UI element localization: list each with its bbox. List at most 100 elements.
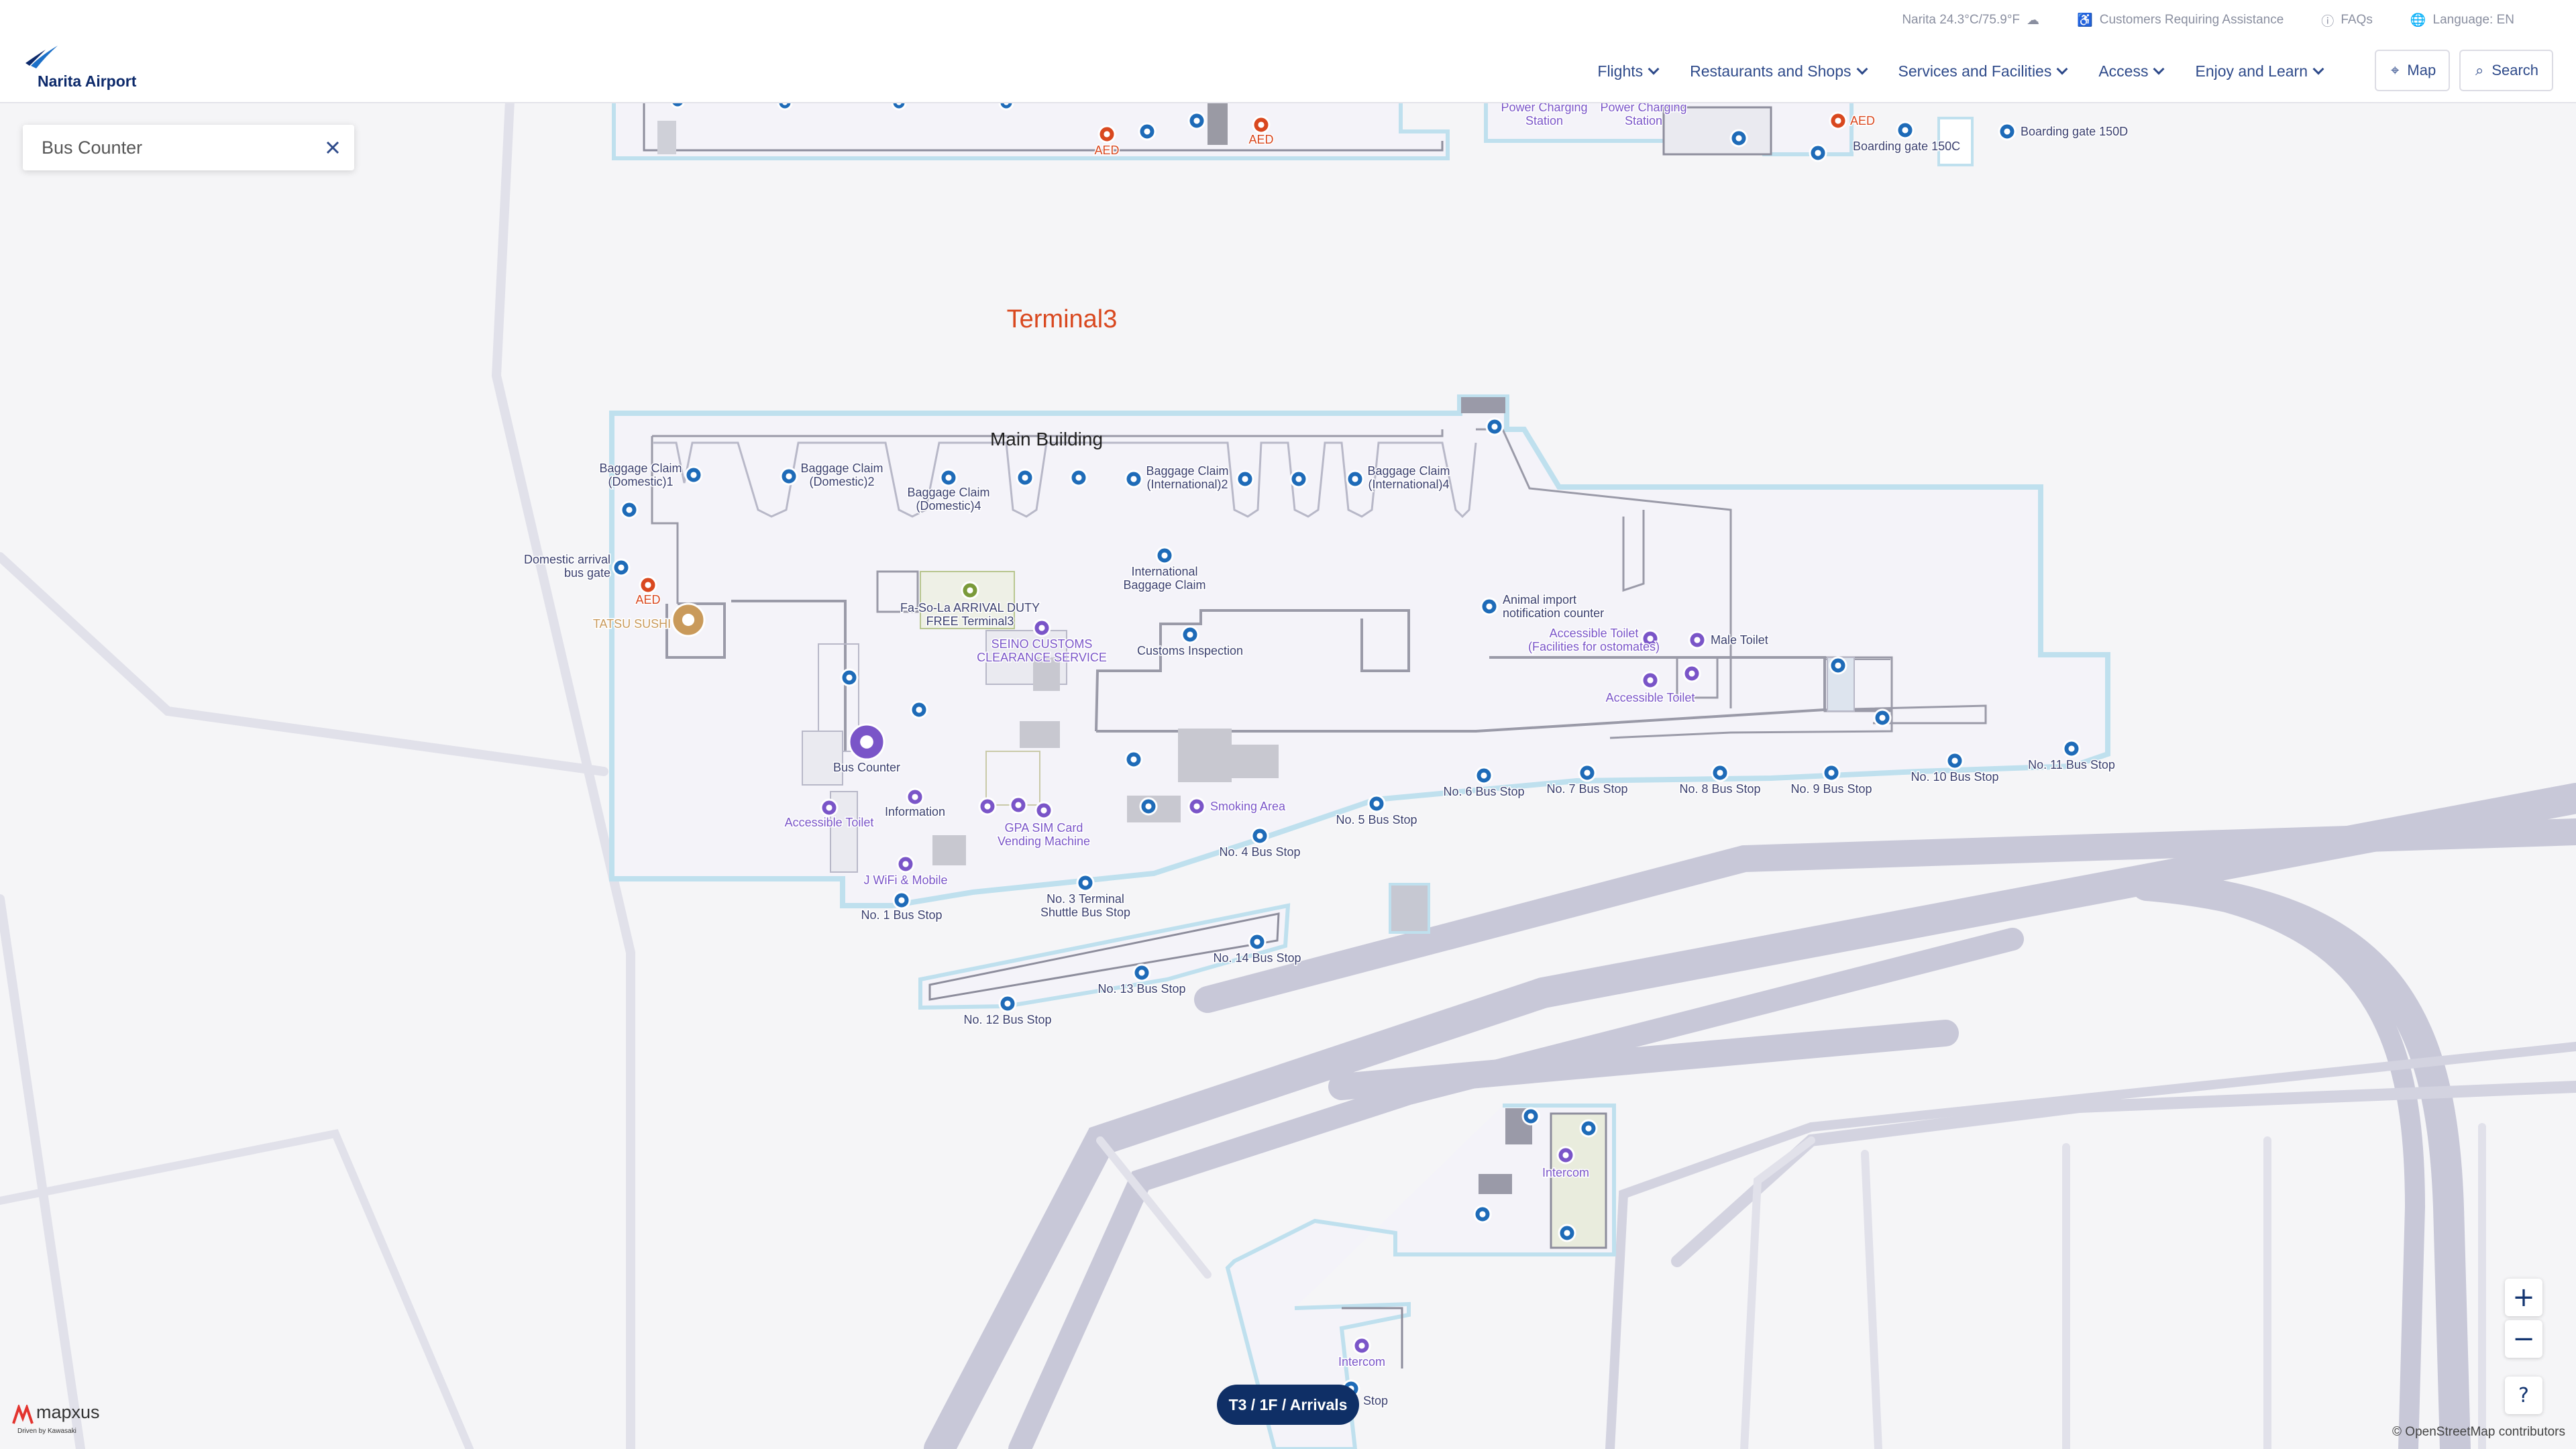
label-bus14: No. 14 Bus Stop — [1213, 951, 1301, 965]
map-pin-icon: ⌖ — [2391, 62, 2400, 78]
label-bc_int4: Baggage Claim(International)4 — [1367, 464, 1450, 491]
label-bus11: No. 11 Bus Stop — [2028, 758, 2115, 771]
label-smoking: Smoking Area — [1210, 800, 1286, 813]
label-bus_counter: Bus Counter — [833, 761, 900, 774]
cloud-icon: ☁ — [2027, 13, 2040, 28]
aed-icon-glyph — [1258, 121, 1265, 128]
accessible-toilet-icon-glyph — [826, 804, 833, 811]
nav-services[interactable]: Services and Facilities — [1898, 62, 2068, 80]
label-bc_dom4: Baggage Claim(Domestic)4 — [907, 486, 989, 513]
chevron-down-icon — [2056, 63, 2068, 75]
close-icon[interactable] — [322, 137, 343, 158]
escalator-icon-glyph — [916, 706, 922, 713]
assistance-link[interactable]: ♿ Customers Requiring Assistance — [2077, 12, 2284, 28]
wheelchair-icon: ♿ — [2077, 13, 2093, 28]
help-button[interactable]: ? — [2505, 1377, 2542, 1414]
nav-label: Flights — [1597, 62, 1644, 80]
weather-text: Narita 24.3°C/75.9°F — [1902, 13, 2021, 27]
zoom-in-button[interactable]: + — [2505, 1279, 2542, 1316]
terminal-label: Terminal3 — [1007, 305, 1118, 333]
map-button[interactable]: ⌖Map — [2375, 50, 2450, 91]
intercom-icon-glyph — [1562, 1152, 1569, 1159]
terminal3-main-building — [609, 394, 2110, 908]
gate-icon-glyph — [2004, 128, 2010, 135]
nav-label: Enjoy and Learn — [2195, 62, 2308, 80]
elevator-icon-glyph — [1145, 803, 1152, 810]
road-network — [0, 96, 2576, 1449]
bus-stop-icon-13-glyph — [1138, 969, 1145, 976]
label-acc_toilet_ostomates: Accessible Toilet(Facilities for ostomat… — [1528, 627, 1660, 653]
label-bus6: No. 6 Bus Stop — [1443, 785, 1524, 798]
label-intercom-1: Intercom — [1542, 1166, 1589, 1179]
elevator-icon-glyph — [1735, 135, 1742, 142]
label-aed-1: AED — [1094, 144, 1119, 157]
chevron-down-icon — [2153, 63, 2165, 75]
zoom-out-button[interactable]: − — [2505, 1320, 2542, 1358]
male-toilet-icon-glyph — [1694, 637, 1701, 643]
mapxus-sub: Driven by Kawasaki — [17, 1428, 76, 1435]
nav-access[interactable]: Access — [2098, 62, 2165, 80]
chevron-down-icon — [1856, 63, 1868, 75]
bus-stop-icon-5-glyph — [1373, 800, 1380, 807]
elevator-icon-glyph — [1835, 662, 1841, 669]
faqs-label: FAQs — [2341, 13, 2373, 27]
escalator-icon-glyph — [1479, 1211, 1486, 1218]
map-attribution[interactable]: © OpenStreetMap contributors — [2392, 1425, 2565, 1439]
aed-icon-glyph — [1835, 117, 1841, 124]
bus-stop-icon-8-glyph — [1717, 769, 1723, 776]
baggage-claim-icon-glyph — [1161, 552, 1168, 559]
escalator-icon-glyph — [1564, 1230, 1570, 1236]
counter-icon-glyph — [1486, 603, 1493, 610]
escalator-icon-glyph — [1815, 150, 1821, 156]
logo-text: Narita Airport — [38, 72, 137, 90]
label-customs: Customs Inspection — [1137, 644, 1243, 657]
accessible-toilet-icon-glyph — [1647, 635, 1654, 642]
nav-restaurants[interactable]: Restaurants and Shops — [1690, 62, 1868, 80]
nav-label: Access — [2098, 62, 2149, 80]
logo-bird-icon — [25, 46, 58, 68]
information-icon-glyph — [912, 794, 918, 800]
label-bc_dom2: Baggage Claim(Domestic)2 — [800, 462, 883, 488]
label-bus13: No. 13 Bus Stop — [1097, 982, 1185, 996]
label-intercom-2: Intercom — [1338, 1355, 1385, 1368]
bus-counter-icon-glyph — [860, 735, 873, 749]
escalator-icon-glyph — [984, 803, 991, 810]
main-nav: Flights Restaurants and Shops Services a… — [1597, 58, 2324, 85]
upper-building-a — [612, 99, 1450, 160]
smoking-icon-glyph — [1193, 803, 1200, 810]
baggage-claim-icon-glyph — [1242, 476, 1248, 482]
language-selector[interactable]: 🌐Language: EN — [2410, 12, 2514, 28]
gate-icon-glyph — [1902, 127, 1909, 133]
search-button[interactable]: ⌕Search — [2459, 50, 2553, 91]
bus-stop-icon-1-glyph — [898, 897, 905, 904]
floor-selector[interactable]: T3 / 1F / Arrivals — [1217, 1385, 1359, 1425]
baggage-claim-icon-glyph — [1022, 474, 1028, 481]
accessible-icon-glyph — [1585, 1125, 1592, 1132]
bus-stop-icon-9-glyph — [1828, 769, 1835, 776]
assistance-label: Customers Requiring Assistance — [2099, 13, 2284, 27]
label-male_toilet: Male Toilet — [1711, 633, 1768, 647]
nav-enjoy[interactable]: Enjoy and Learn — [2195, 62, 2324, 80]
bus-stop-icon-14-glyph — [1254, 938, 1260, 945]
label-bus9: No. 9 Bus Stop — [1790, 782, 1872, 796]
utility-bar: Narita 24.3°C/75.9°F ☁ ♿ Customers Requiri… — [1902, 9, 2514, 31]
wifi-icon-glyph — [902, 861, 909, 867]
building-label: Main Building — [990, 429, 1103, 449]
bus-stop-icon-7-glyph — [1584, 769, 1591, 776]
elevator-icon-glyph — [1015, 802, 1022, 808]
escalator-icon-glyph — [1075, 474, 1082, 481]
nav-flights[interactable]: Flights — [1597, 62, 1660, 80]
search-input[interactable] — [40, 136, 311, 159]
label-information: Information — [885, 805, 945, 818]
bus-gate-icon-glyph — [618, 564, 625, 571]
sim-icon-glyph — [1040, 807, 1047, 814]
weather-info: Narita 24.3°C/75.9°F ☁ — [1902, 13, 2039, 28]
label-accessible-toilet-2: Accessible Toilet — [1606, 691, 1695, 704]
